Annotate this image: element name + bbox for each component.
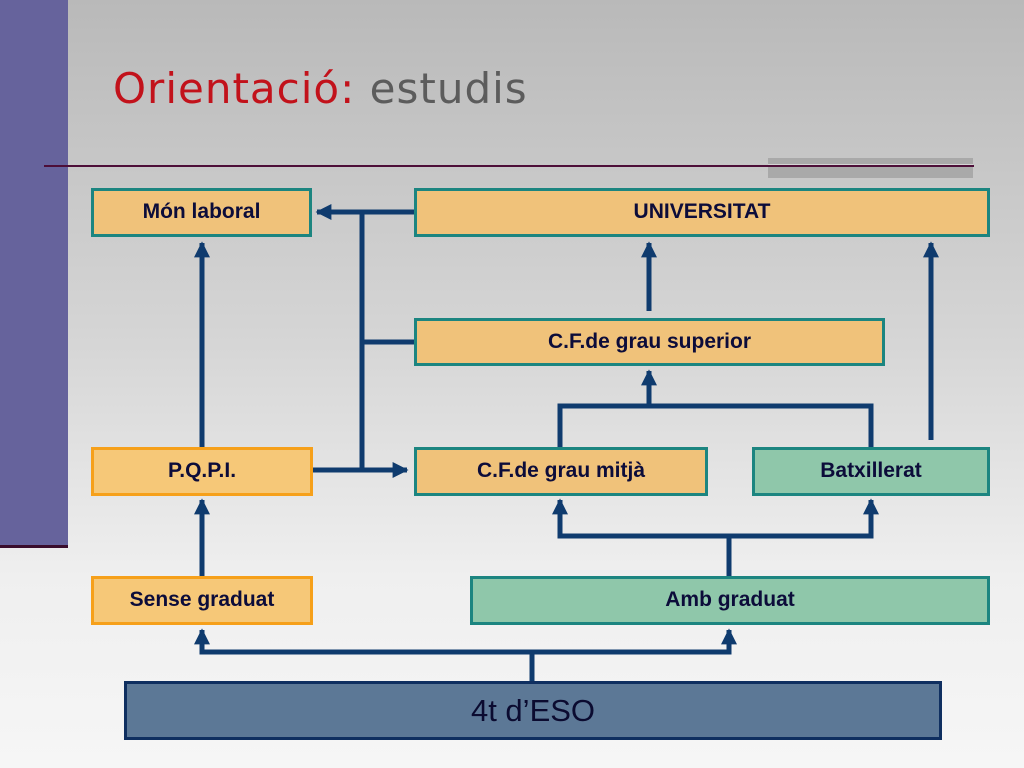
node-sense-graduat-label: Sense graduat [129,588,275,611]
node-eso: 4t d’ESO [124,681,942,740]
connector-mitja-superior [557,403,649,448]
node-universitat: UNIVERSITAT [414,188,990,237]
node-mon-laboral-label: Món laboral [142,200,261,223]
connector-eso-sense [193,628,532,655]
node-batxillerat: Batxillerat [752,447,990,496]
node-amb-graduat: Amb graduat [470,576,990,625]
title-rule [44,165,974,167]
node-universitat-label: UNIVERSITAT [633,200,771,223]
left-accent-bar-base [0,545,68,548]
node-pqpi: P.Q.P.I. [91,447,313,496]
slide-title: Orientació: estudis [113,64,528,113]
node-sense-graduat: Sense graduat [91,576,313,625]
node-eso-label: 4t d’ESO [470,693,596,728]
node-amb-graduat-label: Amb graduat [665,588,795,611]
node-cf-mitja: C.F.de grau mitjà [414,447,708,496]
connector-amb-mitja [551,498,729,539]
node-pqpi-label: P.Q.P.I. [167,459,237,482]
connector-amb-batx [729,498,880,539]
node-cf-superior-label: C.F.de grau superior [547,330,752,353]
node-mon-laboral: Món laboral [91,188,312,237]
node-cf-mitja-label: C.F.de grau mitjà [476,459,646,482]
slide-title-sub: estudis [369,64,528,113]
connector-eso-amb [532,628,738,655]
slide-title-main: Orientació: [113,64,356,113]
connector-batx-superior [649,403,874,448]
left-accent-bar [0,0,68,546]
node-batxillerat-label: Batxillerat [820,459,922,482]
node-cf-superior: C.F.de grau superior [414,318,885,366]
